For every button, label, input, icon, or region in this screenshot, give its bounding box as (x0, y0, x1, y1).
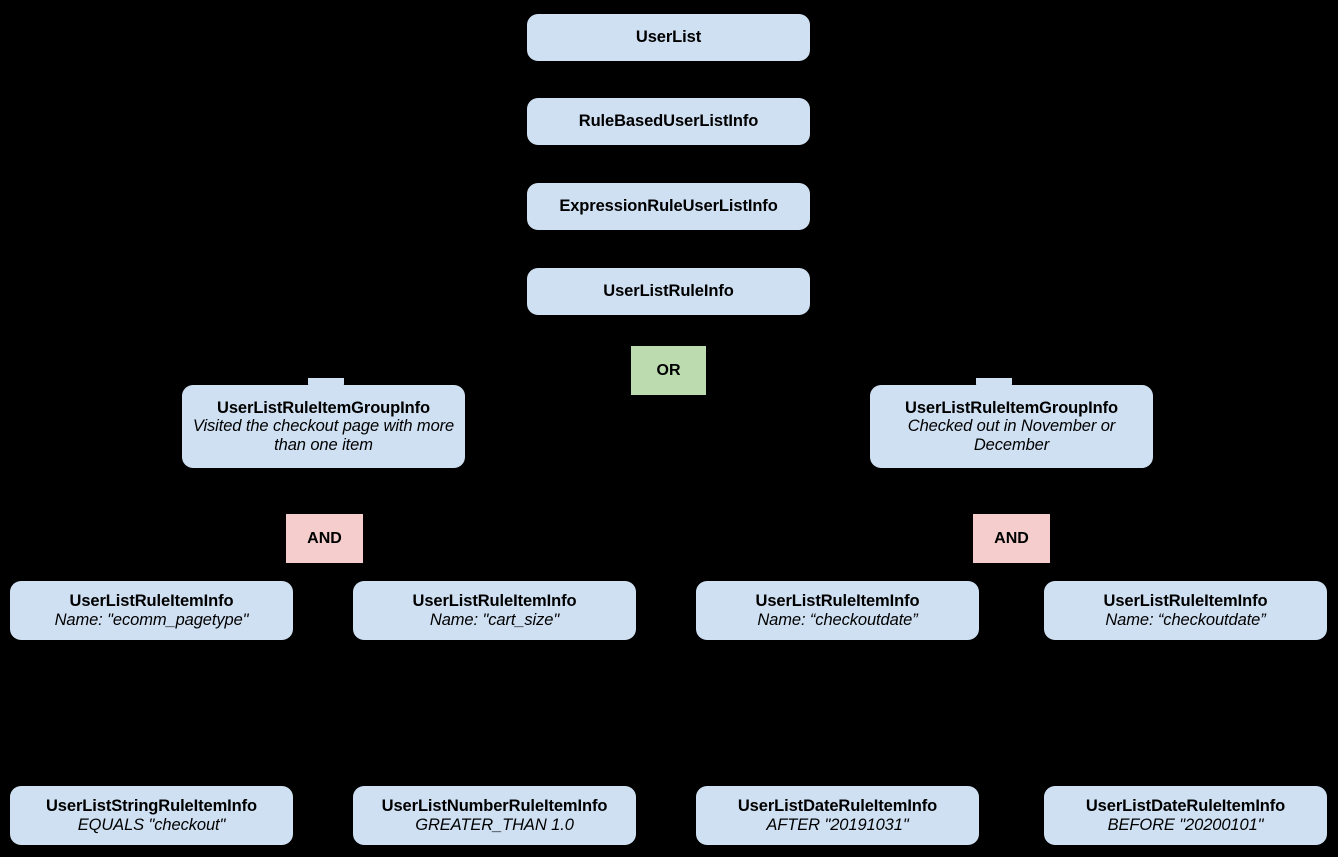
node-expression-rule-user-list-info[interactable]: ExpressionRuleUserListInfo (527, 183, 810, 230)
node-rule-item-4[interactable]: UserListRuleItemInfo Name: “checkoutdate… (1044, 581, 1327, 640)
operator-label: AND (994, 529, 1029, 547)
node-rule-item-3[interactable]: UserListRuleItemInfo Name: “checkoutdate… (696, 581, 979, 640)
node-title: UserListRuleInfo (603, 282, 734, 301)
node-leaf-string-rule[interactable]: UserListStringRuleItemInfo EQUALS "check… (10, 786, 293, 845)
node-title: UserListRuleItemInfo (412, 592, 577, 611)
node-leaf-number-rule[interactable]: UserListNumberRuleItemInfo GREATER_THAN … (353, 786, 636, 845)
node-title: UserListStringRuleItemInfo (45, 797, 257, 816)
node-title: UserListRuleItemGroupInfo (905, 398, 1118, 417)
node-title: UserList (635, 28, 702, 47)
node-title: UserListDateRuleItemInfo (737, 797, 938, 816)
node-title: UserListRuleItemInfo (755, 592, 920, 611)
node-subtitle: Name: "ecomm_pagetype" (54, 610, 249, 629)
operator-or[interactable]: OR (631, 346, 706, 395)
node-rule-item-2[interactable]: UserListRuleItemInfo Name: "cart_size" (353, 581, 636, 640)
node-subtitle: Visited the checkout page with more than… (192, 417, 455, 454)
node-title: RuleBasedUserListInfo (578, 112, 759, 131)
node-user-list[interactable]: UserList (527, 14, 810, 61)
edge-stub-right (976, 378, 1012, 387)
node-title: UserListRuleItemGroupInfo (217, 398, 430, 417)
node-subtitle: GREATER_THAN 1.0 (415, 815, 574, 834)
operator-and-left[interactable]: AND (286, 514, 363, 563)
node-title: UserListRuleItemInfo (69, 592, 234, 611)
node-subtitle: Name: “checkoutdate” (1105, 610, 1266, 629)
operator-label: AND (307, 529, 342, 547)
node-subtitle: EQUALS "checkout" (77, 815, 226, 834)
node-subtitle: Name: “checkoutdate” (757, 610, 918, 629)
node-title: ExpressionRuleUserListInfo (559, 197, 778, 216)
edge-stub-left (308, 378, 344, 387)
node-subtitle: BEFORE "20200101" (1107, 815, 1264, 834)
node-subtitle: AFTER "20191031" (766, 815, 909, 834)
node-title: UserListNumberRuleItemInfo (381, 797, 608, 816)
node-leaf-date-rule-after[interactable]: UserListDateRuleItemInfo AFTER "20191031… (696, 786, 979, 845)
node-group-right[interactable]: UserListRuleItemGroupInfo Checked out in… (870, 385, 1153, 468)
node-rule-based-user-list-info[interactable]: RuleBasedUserListInfo (527, 98, 810, 145)
node-user-list-rule-info[interactable]: UserListRuleInfo (527, 268, 810, 315)
node-title: UserListRuleItemInfo (1103, 592, 1268, 611)
node-subtitle: Name: "cart_size" (429, 610, 560, 629)
operator-and-right[interactable]: AND (973, 514, 1050, 563)
node-rule-item-1[interactable]: UserListRuleItemInfo Name: "ecomm_pagety… (10, 581, 293, 640)
node-title: UserListDateRuleItemInfo (1085, 797, 1286, 816)
node-subtitle: Checked out in November or December (907, 417, 1116, 454)
operator-label: OR (656, 361, 681, 379)
node-leaf-date-rule-before[interactable]: UserListDateRuleItemInfo BEFORE "2020010… (1044, 786, 1327, 845)
node-group-left[interactable]: UserListRuleItemGroupInfo Visited the ch… (182, 385, 465, 468)
